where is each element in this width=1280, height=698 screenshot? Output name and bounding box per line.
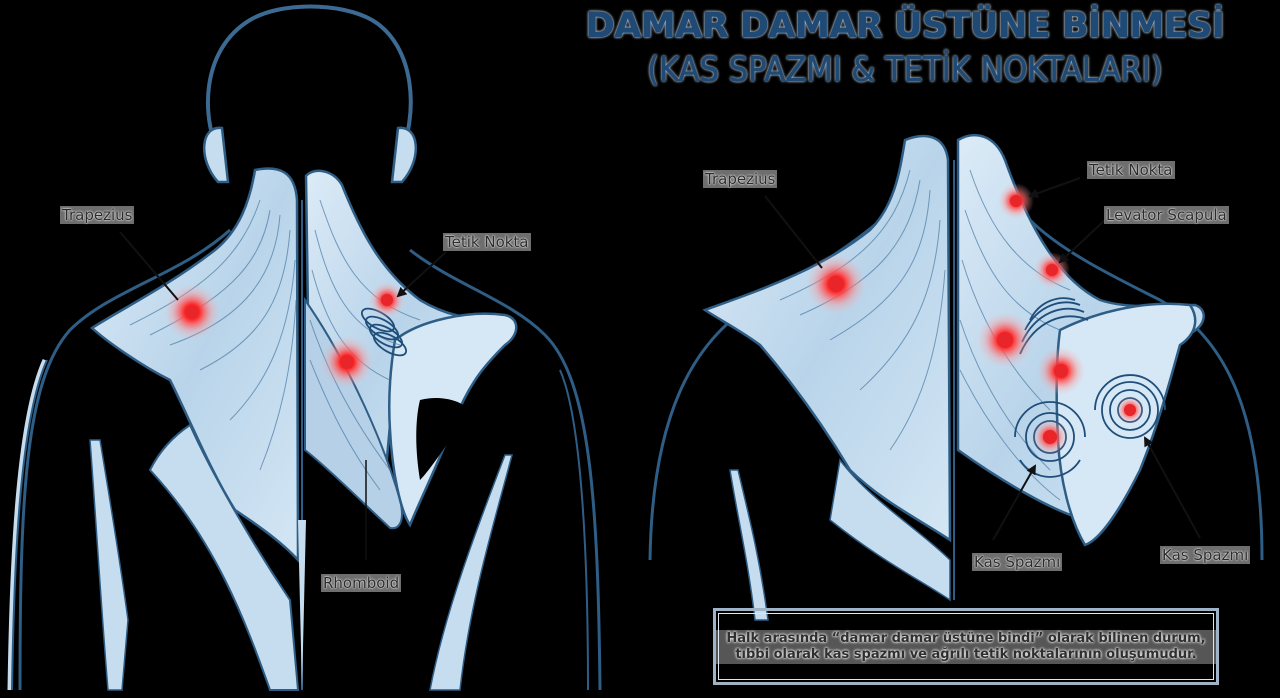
label-trigger-point-right: Tetik Nokta xyxy=(1087,161,1175,179)
explanation-note-box: Halk arasında “damar damar üstüne bindi”… xyxy=(713,608,1219,685)
label-muscle-spasm-1: Kas Spazmı xyxy=(972,553,1063,571)
main-title: DAMAR DAMAR ÜSTÜNE BİNMESİ xyxy=(585,6,1225,47)
subtitle: (KAS SPAZMI & TETİK NOKTALARI) xyxy=(647,50,1163,91)
label-trapezius-left: Trapezius xyxy=(60,206,135,224)
title-block: DAMAR DAMAR ÜSTÜNE BİNMESİ (KAS SPAZMI &… xyxy=(555,4,1255,92)
label-trapezius-right: Trapezius xyxy=(703,170,778,188)
label-levator-scapula: Levator Scapula xyxy=(1104,206,1229,224)
label-rhomboid: Rhomboid xyxy=(321,574,402,592)
left-back-figure xyxy=(7,4,602,691)
label-muscle-spasm-2: Kas Spazmı xyxy=(1160,546,1251,564)
explanation-note-text: Halk arasında “damar damar üstüne bindi”… xyxy=(716,629,1216,664)
label-trigger-point-left: Tetik Nokta xyxy=(443,233,531,251)
right-back-figure xyxy=(648,133,1264,621)
